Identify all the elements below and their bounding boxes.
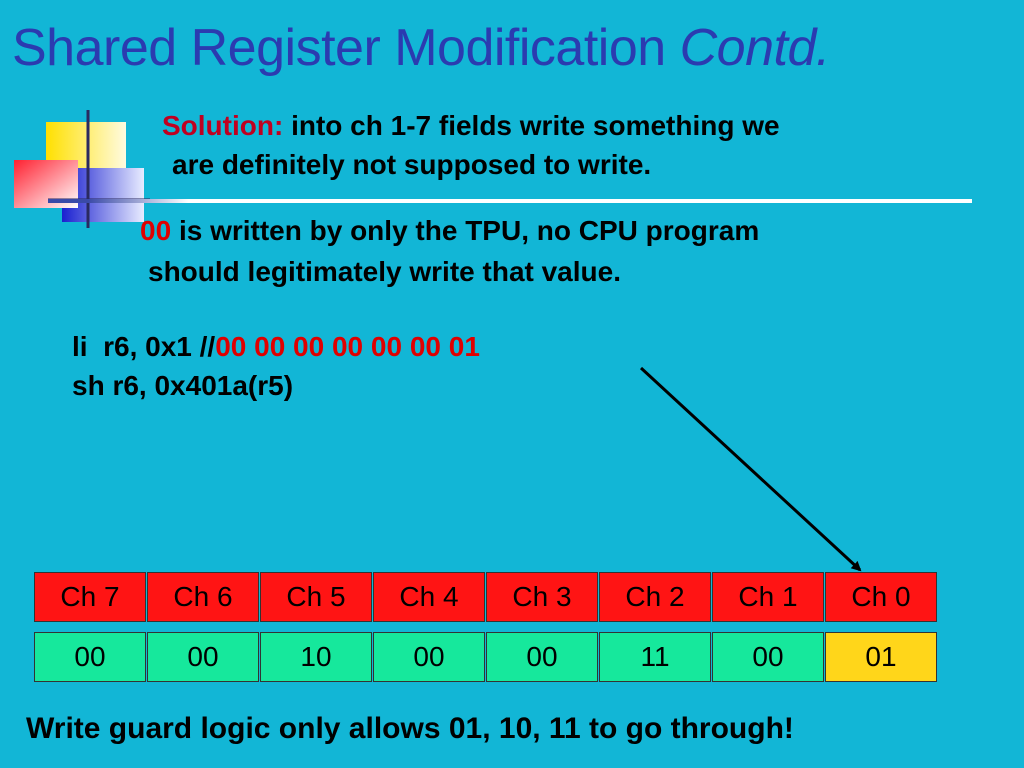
divider-rule [48,199,972,203]
channel-value-ch-0: 01 [825,632,937,682]
code-instruction-1: li r6, 0x1 // [72,331,216,362]
channel-value-ch-1: 00 [712,632,824,682]
decorative-squares-icon [14,110,150,228]
note-text-1: is written by only the TPU, no CPU progr… [178,215,760,246]
channel-value-ch-2: 11 [599,632,711,682]
channel-value-ch-7: 00 [34,632,146,682]
channel-header-ch-0: Ch 0 [825,572,937,622]
title-italic: Contd. [679,19,831,77]
note-line-1: 00 is written by only the TPU, no CPU pr… [140,215,759,247]
channel-header-ch-2: Ch 2 [599,572,711,622]
channel-header-ch-4: Ch 4 [373,572,485,622]
channel-value-ch-4: 00 [373,632,485,682]
code-bit-value: 00 00 00 00 00 00 01 [215,331,480,362]
channel-header-ch-7: Ch 7 [34,572,146,622]
note-line-2: should legitimately write that value. [148,256,621,287]
slide-title: Shared Register Modification Contd. [12,18,830,78]
channel-header-ch-5: Ch 5 [260,572,372,622]
solution-line-1: Solution: into ch 1-7 fields write somet… [162,110,780,142]
channel-header-ch-1: Ch 1 [712,572,824,622]
channel-value-ch-5: 10 [260,632,372,682]
solution-label: Solution: [162,110,284,141]
note-value: 00 [140,215,172,246]
solution-text-1: into ch 1-7 fields write something we [291,110,780,141]
footer-statement: Write guard logic only allows 01, 10, 11… [26,712,794,745]
code-line-1: li r6, 0x1 //00 00 00 00 00 00 01 [72,331,480,363]
code-line-2: sh r6, 0x401a(r5) [72,370,294,401]
channel-header-ch-3: Ch 3 [486,572,598,622]
title-main: Shared Register Modification [12,19,666,77]
channel-header-ch-6: Ch 6 [147,572,259,622]
channel-value-ch-6: 00 [147,632,259,682]
channel-value-ch-3: 00 [486,632,598,682]
solution-line-2: are definitely not supposed to write. [172,149,652,180]
